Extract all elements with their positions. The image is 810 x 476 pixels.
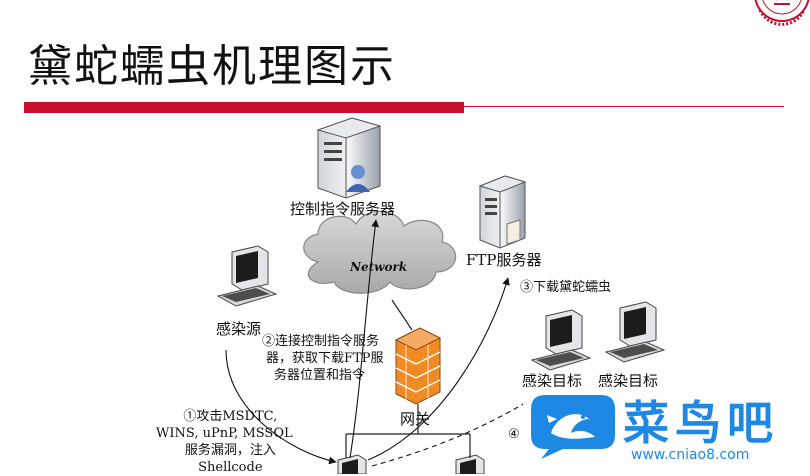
step2-arrow — [349, 219, 379, 459]
infected-target-computer-icon-1 — [530, 309, 592, 371]
infected-target-label-2: 感染目标 — [598, 372, 659, 390]
watermark-logo: 菜鸟吧 www.cniao8.com — [523, 387, 810, 474]
step1-label: ①攻击MSDTC, WINS, uPnP, MSSQL 服务漏洞，注入 Shel… — [156, 408, 293, 476]
step1-line: ①攻击MSDTC, — [183, 409, 278, 424]
step2-line: ②连接控制指令服务 — [262, 334, 380, 349]
step4-arrow — [371, 399, 531, 467]
title-underline-bar — [24, 102, 464, 113]
ftp-server-icon — [478, 175, 527, 249]
step2-line: 务器位置和指令 — [274, 368, 366, 383]
bottom-computer-icon-1 — [337, 454, 367, 474]
ftp-server-label: FTP服务器 — [466, 251, 542, 269]
bird-logo-icon — [531, 395, 615, 459]
infection-source-computer-icon — [216, 245, 278, 307]
title-underline-rule — [464, 106, 784, 107]
step2-label: ②连接控制指令服务 器，获取下载FTP服 务器位置和指令 — [262, 333, 383, 384]
gateway-label: 网关 — [400, 410, 431, 428]
infected-target-label-1: 感染目标 — [522, 372, 583, 390]
step1-line: WINS, uPnP, MSSQL — [156, 426, 293, 441]
university-seal-icon — [754, 0, 810, 26]
bottom-computer-icon-2 — [455, 454, 485, 474]
firewall-gateway-icon — [394, 327, 442, 405]
infection-source-label: 感染源 — [216, 320, 262, 338]
network-cloud-icon — [303, 210, 457, 294]
step2-line: 器，获取下载FTP服 — [266, 351, 384, 366]
infected-target-computer-icon-2 — [604, 301, 666, 363]
brand-name: 菜鸟吧 — [623, 396, 779, 450]
control-server-icon — [316, 117, 382, 199]
step3-arrow — [367, 277, 510, 461]
brand-url: www.cniao8.com — [631, 447, 750, 463]
control-server-label: 控制指令服务器 — [290, 200, 396, 218]
network-wiring — [345, 299, 471, 458]
step1-line: Shellcode — [198, 460, 263, 475]
step1-line: 服务漏洞，注入 — [184, 443, 276, 458]
step4-label: ④ — [508, 427, 520, 442]
network-label: Network — [349, 260, 407, 274]
step1-arrow — [225, 349, 337, 465]
step3-label: ③下载黛蛇蠕虫 — [520, 280, 612, 295]
slide-title: 黛蛇蠕虫机理图示 — [28, 41, 396, 92]
